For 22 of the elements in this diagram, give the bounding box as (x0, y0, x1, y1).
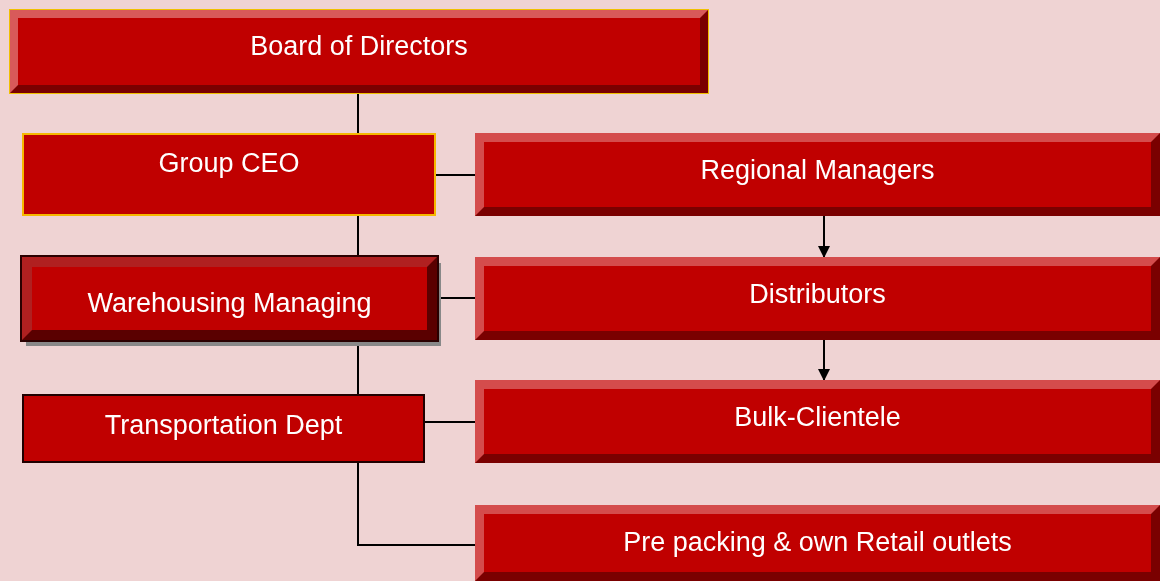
box-label: Distributors (749, 278, 886, 311)
box-label: Group CEO (158, 147, 300, 180)
box-label: Pre packing & own Retail outlets (623, 526, 1012, 559)
org-box (22, 394, 425, 463)
arrow (818, 339, 830, 381)
box-label: Bulk-Clientele (734, 401, 901, 434)
arrow (818, 215, 830, 258)
box-label: Warehousing Managing (87, 287, 372, 320)
connector-line (357, 462, 476, 546)
box-label: Regional Managers (700, 154, 935, 187)
org-box (475, 257, 1160, 340)
box-label: Board of Directors (250, 30, 468, 63)
org-box (475, 505, 1160, 581)
connector-line (357, 215, 359, 258)
connector-line (435, 174, 476, 176)
connector-line (357, 92, 359, 134)
org-box (475, 133, 1160, 216)
connector-line (424, 421, 476, 423)
box-label: Transportation Dept (104, 409, 343, 442)
org-box (475, 380, 1160, 463)
org-box (10, 10, 708, 93)
org-box (22, 133, 436, 216)
